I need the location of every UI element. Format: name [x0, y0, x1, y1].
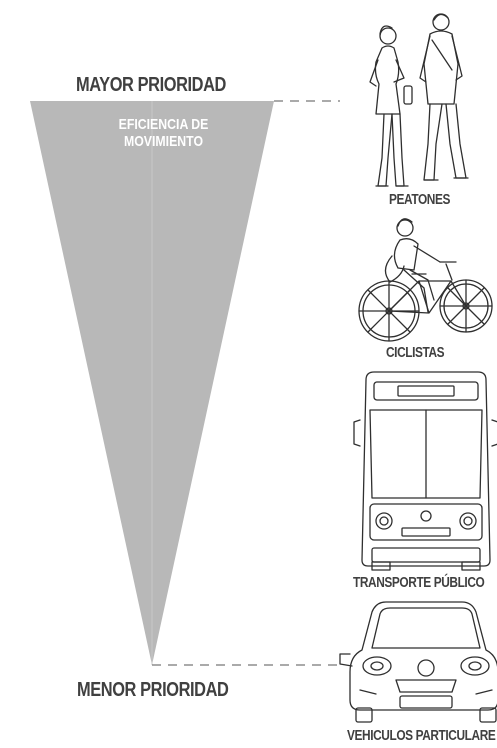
car-icon	[339, 601, 497, 723]
public-transport-label: TRANSPORTE PÚBLICO	[353, 575, 485, 591]
top-priority-label: MAYOR PRIORIDAD	[76, 74, 226, 96]
pedestrians-label: PEATONES	[389, 192, 451, 208]
efficiency-line-1: EFICIENCIA DE	[118, 116, 209, 133]
cyclist-icon	[358, 218, 493, 342]
cyclists-label: CICLISTAS	[386, 345, 445, 361]
efficiency-line-2: MOVIMIENTO	[123, 133, 204, 150]
bottom-priority-label: MENOR PRIORIDAD	[77, 679, 229, 701]
private-vehicles-label: VEHICULOS PARTICULARE	[347, 728, 496, 744]
bus-icon	[353, 371, 497, 571]
pedestrians-icon	[369, 13, 469, 187]
movement-efficiency-label: EFICIENCIA DE MOVIMIENTO	[102, 116, 241, 150]
